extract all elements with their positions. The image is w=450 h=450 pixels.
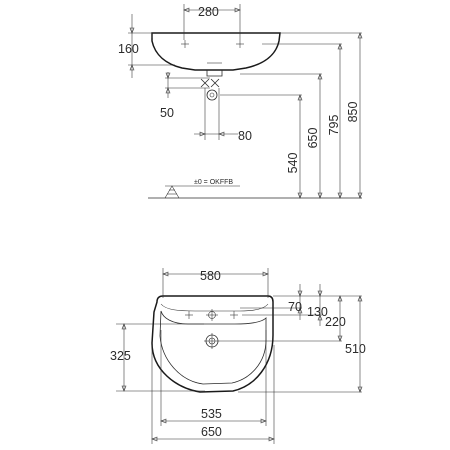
dim-280: 280 xyxy=(198,5,219,19)
dim-50: 50 xyxy=(160,106,174,120)
tap-hole-right xyxy=(230,311,238,319)
dim-510: 510 xyxy=(345,342,366,356)
supply-connection-right xyxy=(210,78,220,88)
side-view: 280 160 50 80 540 650 79 xyxy=(118,4,363,199)
basin-top-outline xyxy=(151,295,274,393)
floor-reference-marker xyxy=(164,185,180,199)
dim-535: 535 xyxy=(201,407,222,421)
dim-795: 795 xyxy=(327,115,341,136)
supply-connection-left xyxy=(200,78,210,88)
dim-220: 220 xyxy=(325,315,346,329)
basin-bowl-inner xyxy=(159,310,267,385)
dim-850: 850 xyxy=(346,102,360,123)
top-view: 580 70 130 220 510 325 535 xyxy=(110,268,366,444)
floor-reference-label: ±0 = OKFFB xyxy=(194,179,233,186)
waste-outlet-symbol xyxy=(206,89,218,101)
dim-160: 160 xyxy=(118,42,139,56)
dim-130: 130 xyxy=(307,305,328,319)
tap-hole-left xyxy=(185,311,193,319)
dim-325: 325 xyxy=(110,349,131,363)
dim-80: 80 xyxy=(238,129,252,143)
dim-650: 650 xyxy=(306,128,320,149)
basin-side-outline xyxy=(151,32,281,71)
dim-540: 540 xyxy=(286,153,300,174)
dim-580: 580 xyxy=(200,269,221,283)
dim-650-width: 650 xyxy=(201,425,222,439)
tap-hole-marker-left xyxy=(181,40,189,48)
tap-hole-center xyxy=(206,309,218,321)
tap-hole-marker-right xyxy=(236,40,244,48)
dim-70: 70 xyxy=(288,300,302,314)
